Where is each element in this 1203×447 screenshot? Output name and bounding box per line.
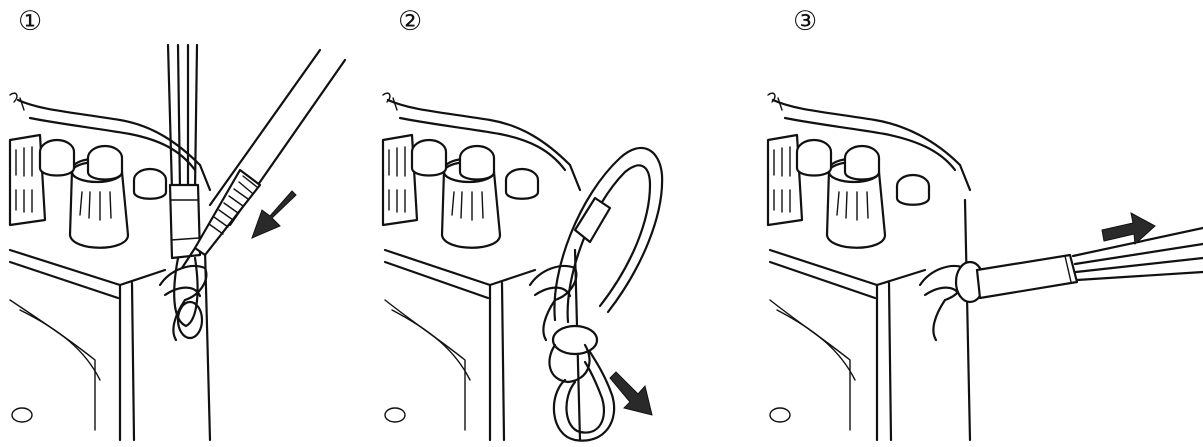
strap-lug bbox=[160, 266, 206, 340]
arrow-down-right-icon bbox=[610, 372, 652, 415]
tightened-strap bbox=[977, 228, 1203, 298]
step-1-illustration bbox=[0, 0, 380, 447]
step-2-illustration bbox=[380, 0, 770, 447]
pen-tool bbox=[182, 50, 345, 268]
arrow-down-left-icon bbox=[252, 191, 296, 238]
strap-cords bbox=[168, 45, 200, 326]
step-3-illustration bbox=[765, 0, 1203, 447]
camera-dials bbox=[10, 93, 166, 248]
strap-lug bbox=[920, 262, 984, 340]
